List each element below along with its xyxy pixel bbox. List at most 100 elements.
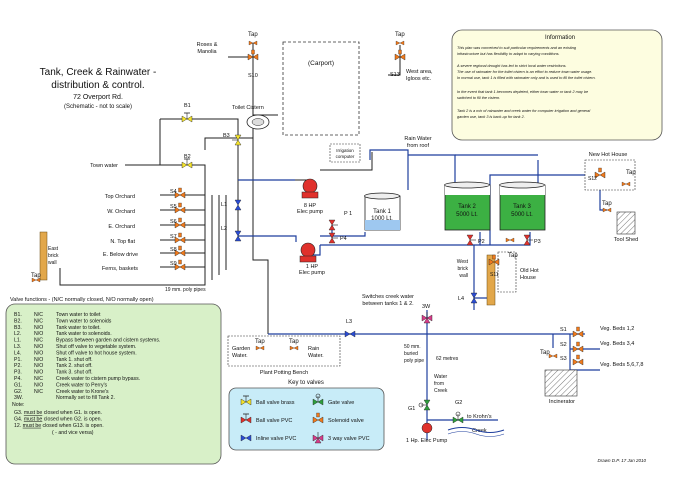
vf-row-desc: Creek water to Krone's bbox=[56, 389, 109, 395]
pipe-l2 bbox=[238, 235, 297, 242]
vf-row-valve: G2. bbox=[14, 389, 22, 395]
vf-row-state: N/O bbox=[34, 357, 43, 363]
tap-label-s10: Tap bbox=[248, 32, 258, 38]
tank-3-label: Tank 3 bbox=[513, 204, 531, 210]
west-wall-1: West bbox=[457, 259, 469, 265]
tank-3-capacity: 5000 Lt. bbox=[511, 212, 533, 218]
tap-label-rain: Tap bbox=[289, 339, 299, 345]
creek-pump bbox=[421, 422, 433, 434]
water-from-creek-1: Water bbox=[434, 374, 447, 380]
valve-l1-label: L1 bbox=[221, 202, 227, 208]
valve-l3[interactable] bbox=[344, 330, 356, 338]
roses-label: Roses & bbox=[197, 42, 218, 48]
vf-row-desc: Creek water to Perry's bbox=[56, 382, 108, 388]
info-heading: Information bbox=[545, 35, 575, 41]
vf-row-state: N/C bbox=[34, 338, 43, 344]
valve-p3-label: P3 bbox=[534, 239, 541, 245]
valve-b3-label: B3 bbox=[223, 133, 230, 139]
valve-s2[interactable] bbox=[572, 341, 584, 353]
rain-water-bench-2: Water. bbox=[308, 353, 324, 359]
potting-bench-label: Plant Potting Bench bbox=[260, 370, 308, 376]
valve-b3[interactable] bbox=[231, 134, 242, 146]
pipe-poly-19mm bbox=[59, 195, 206, 286]
key-gate-label: Gate valve bbox=[328, 400, 354, 406]
old-hot-house-2: House bbox=[520, 275, 536, 281]
vf-row-desc: Tank 1. shut off. bbox=[56, 357, 93, 363]
info-p3-line-2: switched to fill the cistern. bbox=[457, 96, 500, 100]
drawn-by-label: Drawn D.P. 17 Jan 2010 bbox=[598, 458, 647, 463]
tap-label-s13: Tap bbox=[395, 32, 405, 38]
valve-s9-label: S9 bbox=[170, 261, 177, 267]
pipe-p1-tank1 bbox=[320, 232, 366, 237]
vf-row-desc: Tank 2. shut off. bbox=[56, 363, 93, 369]
valve-p1[interactable] bbox=[328, 219, 339, 231]
vf-row-desc: Town water to solenoids bbox=[56, 318, 112, 324]
tap-west-wall[interactable] bbox=[505, 237, 515, 243]
manolia-label: Manolia bbox=[197, 49, 217, 55]
veg-beds-34: Veg. Beds 3,4 bbox=[600, 341, 634, 347]
valve-p2[interactable] bbox=[466, 234, 477, 246]
valve-l1[interactable] bbox=[234, 199, 242, 211]
rain-water-bench-1: Rain bbox=[308, 346, 319, 352]
valve-b1[interactable] bbox=[181, 112, 193, 123]
key-heading: Key to valves bbox=[288, 380, 324, 386]
tap-tool-shed[interactable] bbox=[602, 207, 612, 213]
title-address: 72 Overport Rd. bbox=[73, 94, 123, 101]
outlet-e-orchard: E. Orchard bbox=[108, 224, 135, 230]
information-box: Information This plan was conceived to s… bbox=[451, 29, 663, 141]
valve-p4[interactable] bbox=[328, 232, 339, 244]
valve-3w[interactable] bbox=[421, 311, 433, 324]
poly-50mm-2: buried bbox=[404, 351, 418, 357]
info-p4-line-1: Tank 2 is a mix of rainwater and creek w… bbox=[457, 109, 590, 113]
valve-s7-label: S7 bbox=[170, 234, 177, 240]
tap-label-tool-shed: Tap bbox=[602, 201, 612, 207]
vf-note-line: G3. must be closed when G1. is open. bbox=[14, 410, 102, 416]
valve-p2-label: P2 bbox=[478, 239, 485, 245]
vf-row-desc: Bypass between garden and cistern system… bbox=[56, 338, 160, 344]
valve-functions-notes: G3. must be closed when G1. is open.G4. … bbox=[14, 410, 104, 429]
valve-l2-label: L2 bbox=[221, 226, 227, 232]
tap-incinerator[interactable] bbox=[548, 353, 558, 359]
pump-8hp: 8 HP Elec pump bbox=[297, 178, 323, 215]
vf-row-desc: Shut off valve to hot house system. bbox=[56, 350, 137, 356]
computer-label: computer bbox=[336, 154, 355, 159]
vf-row-valve: 3W. bbox=[14, 395, 23, 401]
carport-outline bbox=[282, 41, 360, 136]
valve-p3[interactable] bbox=[523, 234, 534, 246]
tap-label-west: Tap bbox=[508, 253, 518, 259]
tool-shed-box bbox=[616, 211, 636, 235]
valve-functions-heading: Valve functions - (N/C normally closed, … bbox=[10, 297, 154, 303]
vf-row-state: N/O bbox=[34, 331, 43, 337]
key-brass-label: Ball valve brass bbox=[256, 400, 295, 406]
valve-3w-label: 3W bbox=[422, 304, 431, 310]
vf-row-state: N/C bbox=[34, 389, 43, 395]
elec-pump-1hp-label: 1 Hp. Elec Pump bbox=[406, 438, 447, 444]
valve-g2[interactable] bbox=[452, 411, 464, 424]
vf-row-valve: L1. bbox=[14, 338, 21, 344]
valve-s3[interactable] bbox=[572, 354, 584, 366]
west-wall-3: wall bbox=[459, 273, 468, 279]
tank-2: Tank 2 5000 Lt. bbox=[444, 181, 491, 231]
info-p2-line-2: The use of rainwater for the toilet cist… bbox=[457, 70, 592, 74]
water-from-creek-2: from bbox=[434, 381, 444, 387]
vf-row-valve: L3. bbox=[14, 344, 21, 350]
tap-s13[interactable] bbox=[395, 40, 405, 46]
tank-3: Tank 3 5000 Lt. bbox=[499, 181, 546, 231]
valve-b2[interactable] bbox=[181, 158, 193, 169]
new-hot-house-label: New Hot House bbox=[589, 152, 628, 158]
valve-g1[interactable] bbox=[418, 399, 431, 411]
structures: Garden Water. Rain Water. Plant Potting … bbox=[39, 114, 636, 437]
valve-s1[interactable] bbox=[572, 326, 584, 338]
irrigation-computer-box bbox=[329, 143, 361, 163]
pipe-rain-water bbox=[369, 149, 409, 190]
pump-1hp-label-2: Elec pump bbox=[299, 270, 325, 276]
key-pvc-label: Ball valve PVC bbox=[256, 418, 292, 424]
text-labels: Roses & Manolia West area, Igloos etc. T… bbox=[48, 42, 646, 463]
valves: S10 S13 B1 B2 B3 S4 S5 S6 S7 S8 S9 L1 L2… bbox=[170, 49, 606, 424]
title-block: Tank, Creek & Rainwater - distribution &… bbox=[40, 67, 157, 110]
info-box-frame bbox=[451, 29, 663, 141]
pump-8hp-icon bbox=[302, 178, 318, 194]
note-tail: ( - and vice versa) bbox=[52, 430, 94, 436]
